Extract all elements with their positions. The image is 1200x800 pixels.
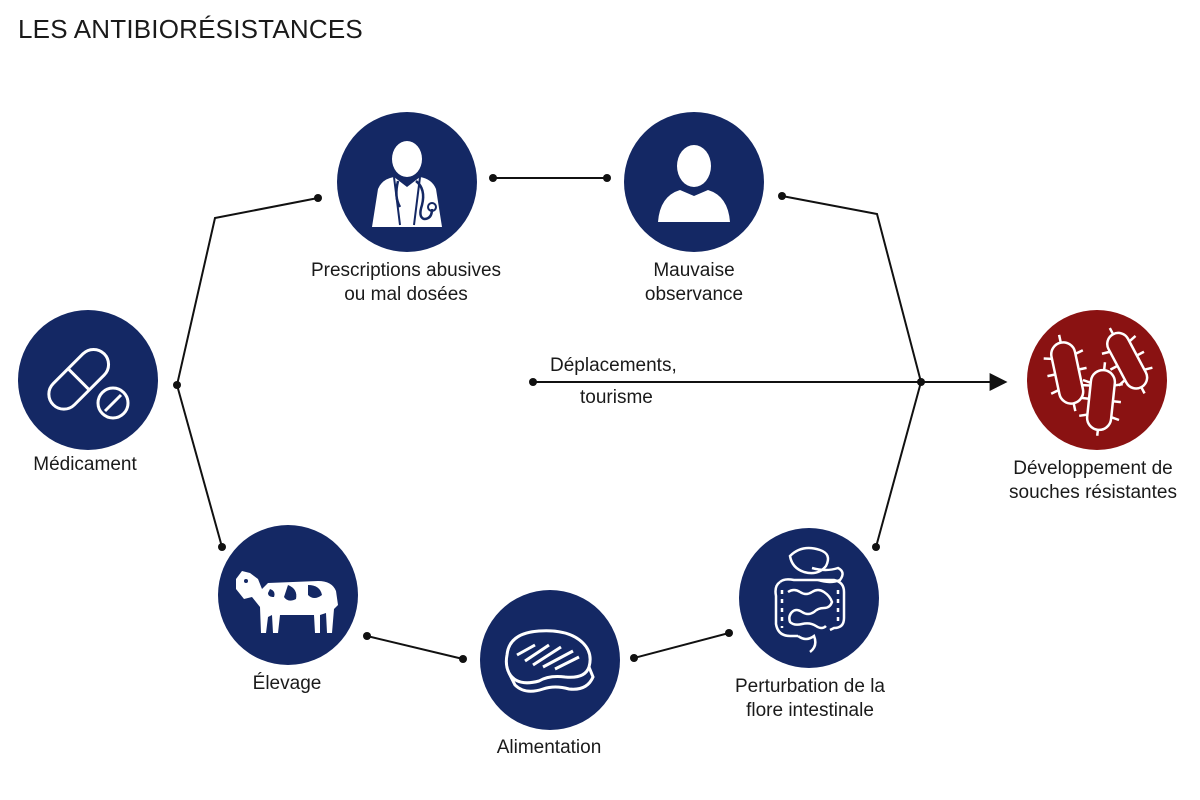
node-alimentation [480, 590, 620, 730]
connector-observance-junction [781, 195, 922, 383]
bacteria-icon [1043, 327, 1153, 436]
page-title: LES ANTIBIORÉSISTANCES [18, 14, 363, 44]
connector-elevage-alimentation [366, 635, 464, 660]
doctor-icon [372, 141, 442, 227]
connector-alimentation-flore [633, 632, 730, 659]
cow-icon [236, 571, 338, 633]
patient-icon [658, 145, 730, 222]
travel-label-line1: Déplacements, [550, 355, 677, 376]
label-prescriptions: Prescriptions abusives ou mal dosées [310, 260, 502, 305]
node-elevage [218, 525, 358, 665]
node-medicament [18, 310, 158, 450]
steak-icon [504, 629, 595, 693]
connector-medicament-elevage [176, 384, 223, 548]
intestine-icon [774, 546, 846, 653]
connector-medicament-prescriptions [176, 197, 319, 386]
travel-label-line2: tourisme [580, 387, 653, 408]
label-flore: Perturbation de la flore intestinale [735, 676, 885, 721]
node-observance [624, 112, 764, 252]
node-souches [1027, 310, 1167, 450]
pill-icon [47, 347, 130, 420]
connector-flore-junction [875, 381, 922, 548]
node-prescriptions [337, 112, 477, 252]
node-flore [739, 528, 879, 668]
label-souches: Développement de souches résistantes [1009, 458, 1177, 503]
label-observance: Mauvaise observance [644, 260, 744, 305]
label-medicament: Médicament [33, 454, 137, 475]
label-alimentation: Alimentation [496, 737, 602, 758]
label-elevage: Élevage [252, 673, 322, 694]
